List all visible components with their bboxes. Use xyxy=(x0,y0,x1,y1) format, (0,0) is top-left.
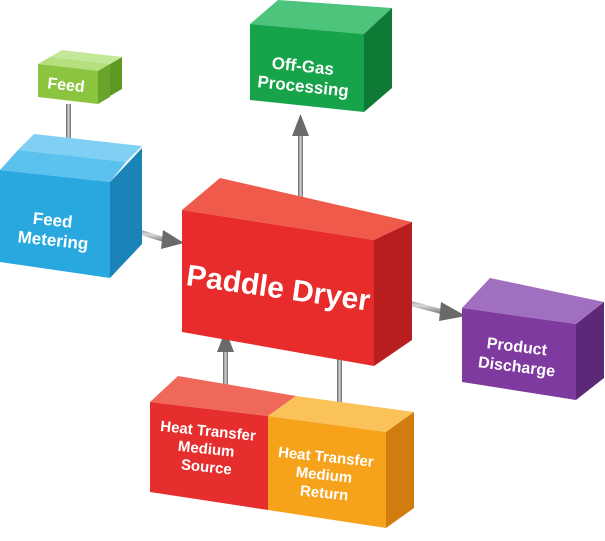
feed-label: Feed xyxy=(47,75,86,96)
htm-source-label-line3: Source xyxy=(180,456,232,478)
feed-metering-label-line1: Feed xyxy=(32,209,73,232)
htm-source-label-line2: Medium xyxy=(177,438,235,461)
arrow-source-to-dryer xyxy=(217,330,234,406)
feed-metering-box: Feed Metering xyxy=(0,134,142,278)
arrow-dryer-to-offgas xyxy=(292,114,309,216)
htm-return-label-line2: Medium xyxy=(295,464,353,487)
feed-box: Feed xyxy=(38,50,122,104)
off-gas-box: Off-Gas Processing xyxy=(250,0,392,112)
htm-return-label-line3: Return xyxy=(299,482,349,504)
htm-return-box: Heat Transfer Medium Return xyxy=(268,396,414,528)
htm-source-box: Heat Transfer Medium Source xyxy=(150,376,296,510)
product-discharge-box: Product Discharge xyxy=(462,278,604,400)
paddle-dryer-box: Paddle Dryer xyxy=(182,178,412,366)
